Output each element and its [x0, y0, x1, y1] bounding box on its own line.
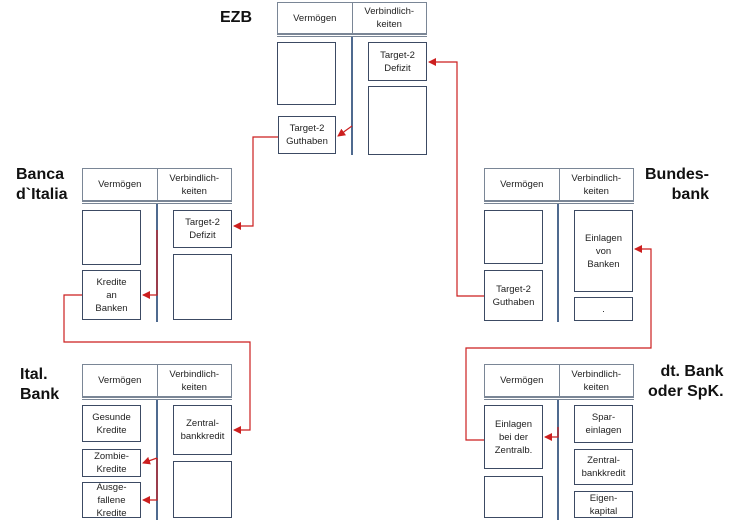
- bundesbank-empty-asset-box: [484, 210, 543, 264]
- arrow-ezb-internal: [337, 125, 353, 137]
- banca-italia-liabilities-header: Verbindlich- keiten: [156, 169, 232, 200]
- bundesbank-center-line: [557, 204, 559, 322]
- banca-italia-empty-asset-box: [82, 210, 141, 265]
- banca-italia-divider: [82, 201, 232, 204]
- bundesbank-einlagen-von-banken: Einlagen von Banken: [574, 210, 633, 292]
- dt-bank-header: Vermögen Verbindlich- keiten: [484, 364, 634, 397]
- bundesbank-title: Bundes- bank: [645, 166, 709, 203]
- arrow-ezb-to-banca-italia: [233, 136, 278, 230]
- arrow-dt-bank-internal: [544, 427, 559, 441]
- ezb-empty-asset-box: [277, 42, 336, 105]
- ital-bank-gesunde-kredite: Gesunde Kredite: [82, 405, 141, 442]
- bundesbank-divider: [484, 201, 634, 204]
- dt-bank-einlagen-bei-zentralb: Einlagen bei der Zentralb.: [484, 405, 543, 469]
- banca-italia-empty-liability-box: [173, 254, 232, 320]
- arrow-banca-italia-internal: [142, 230, 158, 299]
- dt-bank-empty-asset-box: [484, 476, 543, 518]
- ital-bank-divider: [82, 397, 232, 400]
- ezb-center-line: [351, 37, 353, 155]
- arrow-banca-italia-to-ital-bank: [63, 294, 251, 434]
- dt-bank-eigenkapital: Eigen- kapital: [574, 491, 633, 518]
- banca-italia-target2-defizit: Target-2 Defizit: [173, 210, 232, 248]
- dt-bank-divider: [484, 397, 634, 400]
- dt-bank-assets-header: Vermögen: [500, 375, 544, 386]
- bundesbank-dot-box: .: [574, 297, 633, 321]
- ital-bank-zombie-kredite: Zombie- Kredite: [82, 449, 141, 477]
- ital-bank-ausgefallene-kredite: Ausge- fallene Kredite: [82, 482, 141, 519]
- bundesbank-header: Vermögen Verbindlich- keiten: [484, 168, 634, 201]
- banca-italia-kredite-an-banken: Kredite an Banken: [82, 270, 141, 320]
- banca-italia-assets-header: Vermögen: [98, 179, 142, 190]
- ital-bank-header: Vermögen Verbindlich- keiten: [82, 364, 232, 397]
- dt-bank-title: dt. Bank oder SpK.: [648, 363, 724, 400]
- ital-bank-title: Ital. Bank: [20, 366, 60, 403]
- arrow-ital-bank-ausgefallen: [142, 458, 158, 504]
- bundesbank-liabilities-header: Verbindlich- keiten: [558, 169, 634, 200]
- ital-bank-zentralbankkredit: Zentral- bankkredit: [173, 405, 232, 455]
- bundesbank-assets-header: Vermögen: [500, 179, 544, 190]
- arrow-dt-bank-to-bundesbank: [465, 245, 652, 441]
- arrow-bundesbank-to-ezb: [428, 58, 484, 297]
- ezb-liabilities-header: Verbindlich- keiten: [351, 3, 427, 33]
- bundesbank-target2-guthaben: Target-2 Guthaben: [484, 270, 543, 321]
- dt-bank-center-line: [557, 400, 559, 520]
- arrow-ital-bank-zombie: [142, 456, 158, 465]
- dt-bank-spareinlagen: Spar- einlagen: [574, 405, 633, 443]
- dt-bank-zentralbankkredit: Zentral- bankkredit: [574, 449, 633, 485]
- ital-bank-assets-header: Vermögen: [98, 375, 142, 386]
- ital-bank-liabilities-header: Verbindlich- keiten: [156, 365, 232, 396]
- ezb-title: EZB: [220, 9, 252, 26]
- dt-bank-liabilities-header: Verbindlich- keiten: [558, 365, 634, 396]
- ezb-target2-guthaben: Target-2 Guthaben: [278, 116, 336, 154]
- banca-italia-header: Vermögen Verbindlich- keiten: [82, 168, 232, 201]
- banca-italia-title: Banca d`Italia: [16, 166, 68, 203]
- ezb-divider: [277, 34, 427, 37]
- ezb-assets-header: Vermögen: [293, 12, 337, 24]
- ezb-empty-liability-box: [368, 86, 427, 155]
- ital-bank-empty-liability-box: [173, 461, 232, 518]
- ezb-target2-defizit: Target-2 Defizit: [368, 42, 427, 81]
- ezb-header: Vermögen Verbindlich- keiten: [277, 2, 427, 34]
